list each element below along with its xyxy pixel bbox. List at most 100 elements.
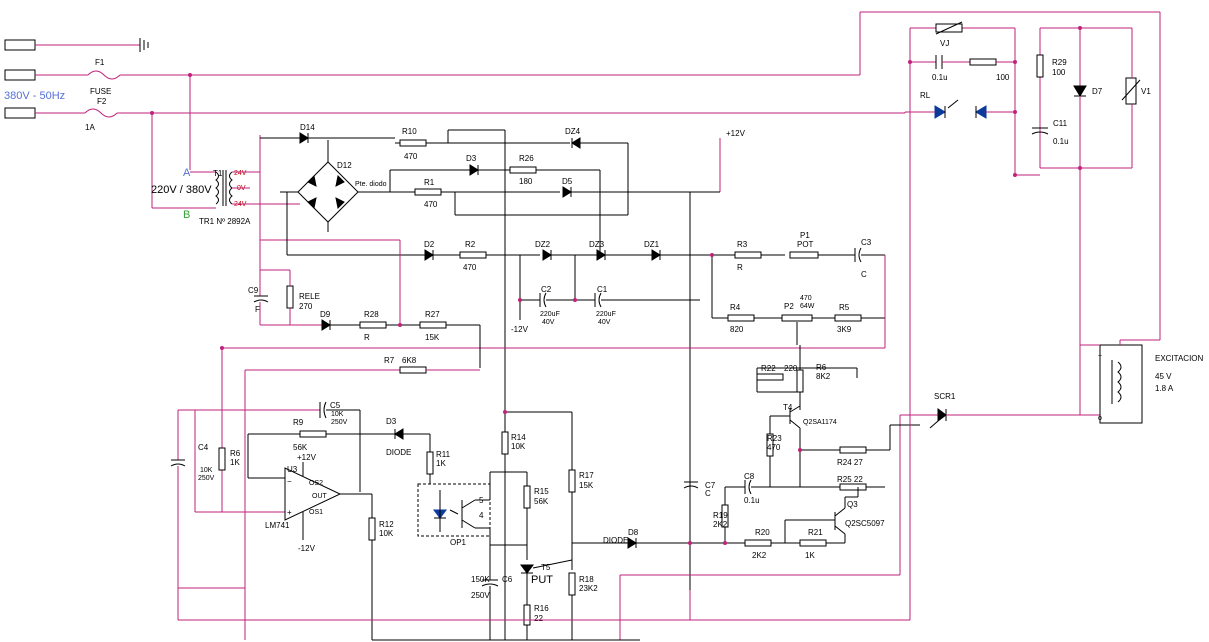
r14-label: R14 bbox=[511, 433, 526, 442]
p1-value: POT bbox=[797, 240, 814, 249]
fuse-f1 bbox=[87, 70, 121, 80]
pot-network: R3 R P1 POT C3 C R4 820 P2 470 64W R5 3K… bbox=[222, 231, 886, 349]
c8-value: 0.1u bbox=[744, 496, 760, 505]
r4-label: R4 bbox=[730, 303, 741, 312]
r16-resistor bbox=[523, 604, 531, 626]
r18-resistor bbox=[568, 572, 576, 596]
r28-label: R28 bbox=[364, 310, 379, 319]
d2-label: D2 bbox=[424, 240, 435, 249]
c8-label: C8 bbox=[744, 472, 755, 481]
r21-resistor bbox=[799, 539, 827, 547]
diode-label: DIODE bbox=[386, 448, 411, 457]
p2-value: 470 bbox=[800, 295, 812, 302]
r17-label: R17 bbox=[579, 471, 594, 480]
excitation-section: SCR1 + o EXCITACION 45 V 1.8 A bbox=[900, 12, 1204, 429]
r25-resistor bbox=[839, 483, 867, 491]
supply-rails: D14 R10 470 DZ4 +12V D3 R26 180 R1 470 D bbox=[260, 123, 746, 640]
r28-resistor bbox=[359, 321, 387, 329]
c5-label: C5 bbox=[330, 401, 341, 410]
r4-value: 820 bbox=[730, 325, 744, 334]
tap-24v-a: 24V bbox=[234, 170, 247, 177]
r9-value: 56K bbox=[293, 443, 308, 452]
scr1 bbox=[937, 408, 947, 422]
d8-diode bbox=[627, 537, 637, 549]
d3b-diode bbox=[394, 428, 404, 440]
u3-label: U3 bbox=[287, 465, 298, 474]
r-top-value: 100 bbox=[996, 73, 1010, 82]
optocoupler-op1: 5 4 OP1 bbox=[417, 471, 527, 547]
r15-label: R15 bbox=[534, 487, 549, 496]
d12-label: D12 bbox=[337, 161, 352, 170]
d5-diode bbox=[562, 186, 572, 198]
r29-resistor bbox=[1036, 54, 1044, 78]
r11-label: R11 bbox=[436, 450, 451, 459]
scr1-label: SCR1 bbox=[934, 392, 956, 401]
r6-value: 1K bbox=[230, 458, 240, 467]
r20-value: 2K2 bbox=[752, 551, 767, 560]
svg-text:o: o bbox=[1098, 415, 1102, 422]
c4-label: C4 bbox=[198, 443, 209, 452]
dz2-label: DZ2 bbox=[535, 240, 551, 249]
c5-voltage: 250V bbox=[331, 419, 348, 426]
r15-value: 56K bbox=[534, 497, 549, 506]
r16-value: 22 bbox=[534, 614, 543, 623]
t4-value: Q2SA1174 bbox=[803, 419, 837, 426]
r12-label: R12 bbox=[379, 520, 394, 529]
r28-value: R bbox=[364, 333, 370, 342]
r6a-label: R6 bbox=[816, 363, 827, 372]
svg-text:−: − bbox=[287, 477, 292, 486]
r5-value: 3K9 bbox=[837, 325, 852, 334]
op1-box bbox=[417, 483, 491, 537]
r14-value: 10K bbox=[511, 442, 526, 451]
c3-value: C bbox=[861, 270, 867, 279]
p2-power: 64W bbox=[800, 303, 815, 310]
d3b-label: D3 bbox=[386, 417, 397, 426]
t5-label: T5 bbox=[541, 563, 551, 572]
opamp-section: C4 10K 250V R6 1K C5 10K 250V R9 56K D3 … bbox=[170, 401, 451, 640]
excitation-current: 1.8 A bbox=[1155, 384, 1174, 393]
fuse-f2 bbox=[84, 108, 118, 118]
r21-label: R21 bbox=[808, 528, 823, 537]
excitation-label: EXCITACION bbox=[1155, 354, 1204, 363]
r23-value: 470 bbox=[767, 443, 781, 452]
r10-label: R10 bbox=[402, 127, 417, 136]
f2-value: 1A bbox=[85, 123, 95, 132]
c-top-value: 0.1u bbox=[932, 73, 948, 82]
r3-value: R bbox=[737, 263, 743, 272]
r7-value: 6K8 bbox=[402, 356, 417, 365]
v1-varistor bbox=[1125, 77, 1137, 105]
d14-label: D14 bbox=[300, 123, 315, 132]
c3-label: C3 bbox=[861, 238, 872, 247]
r10-value: 470 bbox=[404, 152, 418, 161]
c6-value: 150K bbox=[471, 575, 490, 584]
top-right-block: VJ 0.1u 100 RL R29 100 D7 V1 C11 0 bbox=[859, 11, 1160, 620]
zener-chain: D2 R2 470 DZ2 DZ3 DZ1 C2 220uF 40V C1 22… bbox=[399, 240, 735, 334]
r27-resistor bbox=[419, 321, 447, 329]
r11-value: 1K bbox=[436, 459, 446, 468]
r6a-resistor bbox=[796, 369, 804, 393]
fuse-label: FUSE bbox=[90, 87, 111, 96]
r3-resistor bbox=[734, 251, 762, 259]
r10-resistor bbox=[399, 139, 427, 147]
c9-label: C9 bbox=[248, 286, 259, 295]
r5-label: R5 bbox=[839, 303, 850, 312]
r9-label: R9 bbox=[293, 418, 304, 427]
c4-voltage: 250V bbox=[198, 475, 215, 482]
f2-label: F2 bbox=[97, 97, 107, 106]
terminal-l1 bbox=[4, 69, 36, 81]
r1-label: R1 bbox=[424, 178, 435, 187]
t1-label: T1 bbox=[213, 169, 223, 178]
r22-value: 220 bbox=[784, 364, 798, 373]
os1-label: OS1 bbox=[309, 509, 323, 516]
node-a: A bbox=[183, 167, 191, 179]
put-section: R14 10K R15 56K R17 15K T5 PUT R16 22 15… bbox=[372, 411, 901, 641]
transformer-t1: A B T1 220V / 380V TR1 Nº 2892A 24V 0V 2… bbox=[151, 135, 400, 295]
r6-resistor bbox=[218, 447, 226, 471]
r29-label: R29 bbox=[1052, 58, 1067, 67]
r14-resistor bbox=[501, 431, 509, 455]
r3-label: R3 bbox=[737, 240, 748, 249]
dz1-zener bbox=[651, 249, 661, 261]
r17-value: 15K bbox=[579, 481, 594, 490]
r29-value: 100 bbox=[1052, 68, 1066, 77]
